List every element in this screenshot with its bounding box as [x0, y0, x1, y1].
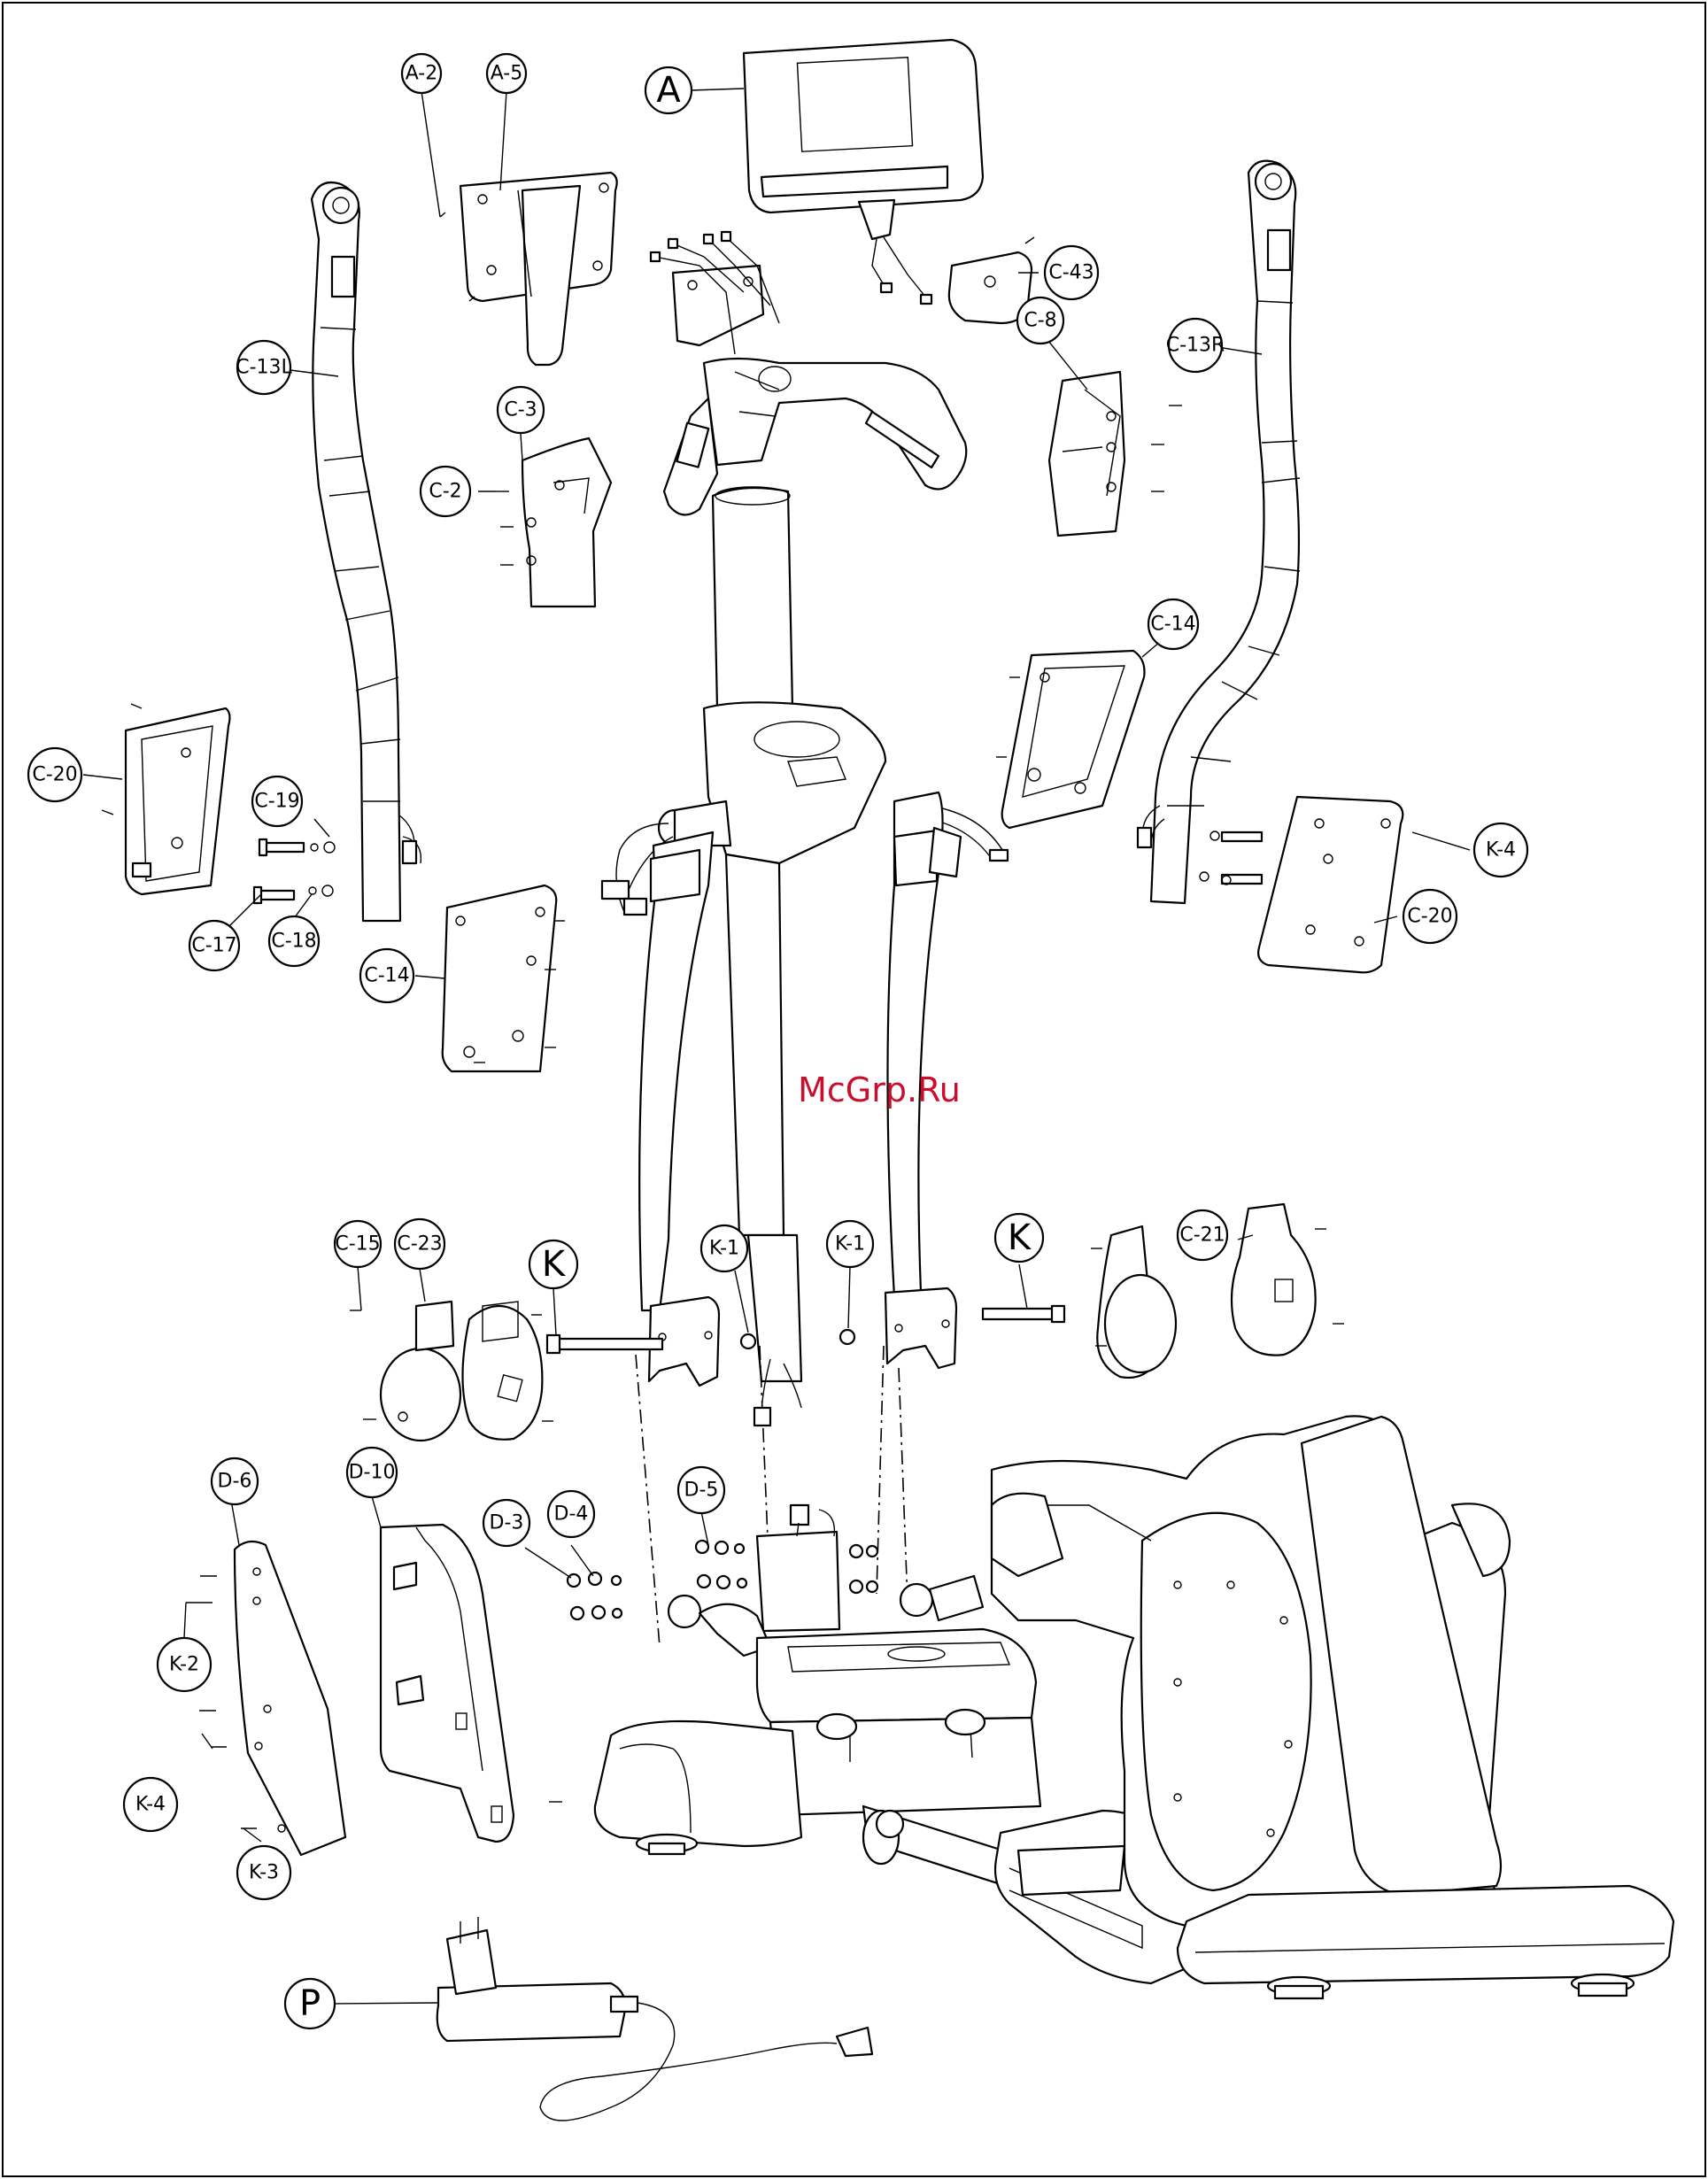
- arm-bracket-right: [885, 1288, 956, 1368]
- callout-k1-right: K-1: [827, 1221, 873, 1267]
- callout-k2-label: K-2: [169, 1654, 199, 1676]
- callout-c14-right-label: C-14: [1150, 614, 1195, 636]
- cover-c14-left: [443, 885, 565, 1071]
- callout-c14-left-label: C-14: [364, 965, 409, 987]
- callout-c43-label: C-43: [1048, 262, 1094, 284]
- wiring-harness: [651, 232, 779, 354]
- callout-k-left: K: [529, 1240, 577, 1288]
- main-frame-base: [595, 1416, 1673, 1998]
- handlebar-assembly: [664, 359, 966, 514]
- callout-d10: D-10: [347, 1448, 397, 1497]
- callout-k1-left: K-1: [701, 1225, 747, 1271]
- callout-c15-label: C-15: [335, 1233, 380, 1256]
- callout-c13l: C-13L: [236, 341, 292, 394]
- bolts-c19-c17: [254, 839, 335, 903]
- callout-a2: A-2: [402, 54, 441, 93]
- callout-c18: C-18: [269, 916, 319, 966]
- callout-a-label: A: [656, 70, 681, 111]
- callout-c8-label: C-8: [1024, 310, 1056, 332]
- callout-c13l-label: C-13L: [236, 357, 292, 379]
- callout-k1-left-label: K-1: [709, 1238, 739, 1260]
- callout-c3-label: C-3: [504, 399, 537, 421]
- callout-c23-label: C-23: [397, 1233, 442, 1256]
- callout-c18-label: C-18: [271, 931, 316, 953]
- handle-c13l: [312, 182, 421, 921]
- callout-d5-label: D-5: [684, 1480, 719, 1502]
- cover-d6: [186, 1542, 345, 1855]
- callout-p: P: [285, 1979, 335, 2028]
- callout-d6-label: D-6: [218, 1471, 252, 1493]
- callout-c13r-label: C-13R: [1166, 335, 1225, 357]
- callout-c14-right: C-14: [1148, 599, 1198, 649]
- callout-d6: D-6: [212, 1458, 258, 1504]
- handle-c13r: [1138, 161, 1300, 903]
- callout-c19: C-19: [252, 777, 302, 826]
- callout-k4-right-label: K-4: [1486, 839, 1516, 862]
- callout-c19-label: C-19: [254, 791, 299, 813]
- callout-k-right: K: [995, 1214, 1043, 1262]
- pedal-housing-c23: [350, 1302, 553, 1441]
- callout-c17: C-17: [189, 921, 239, 970]
- callout-p-label: P: [299, 1983, 321, 2024]
- callout-k3-label: K-3: [249, 1862, 279, 1884]
- callout-c20-right-label: C-20: [1407, 906, 1452, 928]
- shroud-c3: [496, 438, 611, 607]
- callout-d4-label: D-4: [554, 1503, 589, 1526]
- callout-k4-left-label: K-4: [135, 1794, 166, 1816]
- callout-d5: D-5: [678, 1467, 724, 1513]
- cover-c20-left: [102, 704, 229, 894]
- lower-arm-left: [639, 832, 713, 1310]
- watermark-text: McGrp.Ru: [798, 1070, 961, 1109]
- callout-k4-right: K-4: [1474, 823, 1527, 877]
- callout-c2-label: C-2: [429, 481, 461, 503]
- callout-c21-label: C-21: [1179, 1225, 1225, 1247]
- callout-a5: A-5: [487, 54, 526, 93]
- callout-c20-right: C-20: [1403, 890, 1457, 943]
- callout-c17-label: C-17: [191, 935, 236, 957]
- callout-k3: K-3: [237, 1846, 290, 1899]
- shroud-c8: [1049, 372, 1182, 536]
- callout-a2-label: A-2: [406, 63, 438, 85]
- cover-c14-right: [996, 651, 1145, 828]
- callout-c13r: C-13R: [1166, 319, 1225, 372]
- axle-left: [547, 1335, 770, 1647]
- callout-d3: D-3: [483, 1500, 529, 1546]
- callout-c43: C-43: [1045, 246, 1098, 299]
- cover-d10: [381, 1525, 562, 1842]
- callout-c21: C-21: [1178, 1210, 1227, 1260]
- callout-a: A: [645, 67, 692, 113]
- callout-a5-label: A-5: [491, 63, 523, 85]
- callout-k4-left: K-4: [124, 1778, 177, 1831]
- callout-c20-left-label: C-20: [32, 764, 77, 786]
- callout-d10-label: D-10: [349, 1462, 396, 1484]
- callout-c14-left: C-14: [360, 949, 413, 1002]
- callout-c2: C-2: [421, 467, 470, 516]
- callout-c15: C-15: [335, 1221, 381, 1267]
- callout-c23: C-23: [395, 1219, 444, 1269]
- console-assembly: [744, 40, 983, 304]
- callout-c8: C-8: [1017, 297, 1063, 344]
- hardware-d3-d4: [568, 1572, 622, 1619]
- callout-k2: K-2: [158, 1638, 211, 1691]
- callout-d4: D-4: [548, 1491, 594, 1537]
- callout-d3-label: D-3: [490, 1512, 524, 1534]
- callout-k-left-label: K: [542, 1244, 567, 1285]
- callout-k1-right-label: K-1: [835, 1233, 865, 1256]
- cover-c20-right: [1200, 797, 1403, 972]
- power-adapter: [437, 1917, 872, 2121]
- callout-k-right-label: K: [1008, 1217, 1032, 1258]
- callout-c20-left: C-20: [28, 748, 81, 801]
- shroud-a5: [440, 173, 617, 365]
- lower-arm-right: [888, 792, 962, 1297]
- callout-c3: C-3: [498, 387, 544, 433]
